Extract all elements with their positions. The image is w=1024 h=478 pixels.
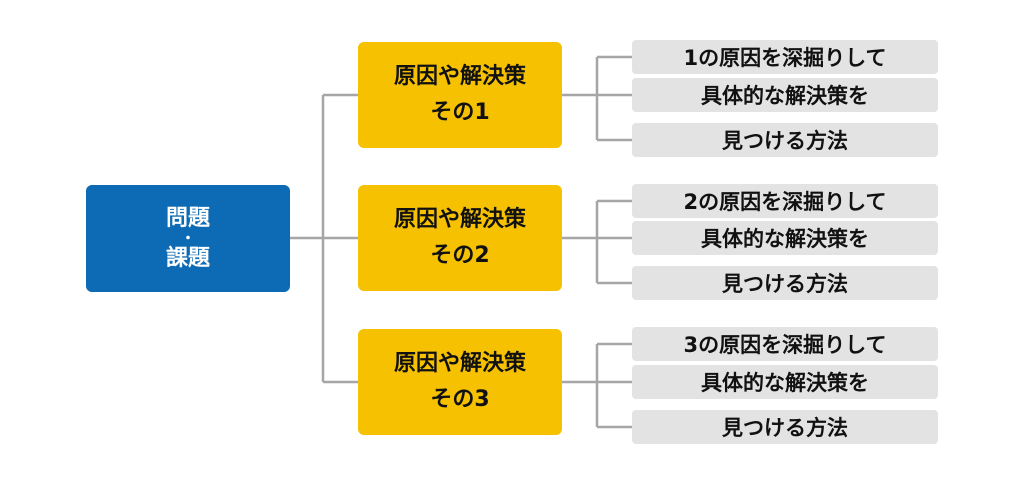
cause-3-detail-1: 3の原因を深掘りして [632, 327, 938, 361]
cause-2-line1: 原因や解決策 [393, 207, 526, 232]
cause-3-detail-3: 見つける方法 [632, 410, 938, 444]
cause-box-3: 原因や解決策 その3 [358, 329, 562, 435]
cause-2-detail-3: 見つける方法 [632, 266, 938, 300]
cause-2-branch [562, 199, 632, 285]
root-label-line2: 課題 [165, 245, 210, 271]
cause-3-detail-2: 具体的な解決策を [632, 365, 938, 399]
cause-2-detail-1: 2の原因を深掘りして [632, 184, 938, 218]
root-label-separator: ・ [181, 230, 195, 247]
cause-1-branch [562, 55, 632, 142]
cause-box-2: 原因や解決策 その2 [358, 185, 562, 291]
cause-1-line2: その1 [430, 100, 490, 125]
root-problem-box: 問題 ・ 課題 [86, 185, 290, 292]
cause-3-line1: 原因や解決策 [393, 351, 526, 376]
cause-1-line1: 原因や解決策 [393, 64, 526, 89]
root-label-line1: 問題 [165, 205, 210, 231]
cause-3-branch [562, 342, 632, 429]
cause-1-detail-3: 見つける方法 [632, 123, 938, 157]
cause-1-detail-1: 1の原因を深掘りして [632, 40, 938, 74]
cause-box-1: 原因や解決策 その1 [358, 42, 562, 148]
cause-1-detail-2: 具体的な解決策を [632, 78, 938, 112]
cause-2-line2: その2 [430, 243, 490, 268]
cause-3-line2: その3 [430, 387, 490, 412]
cause-2-detail-2: 具体的な解決策を [632, 221, 938, 255]
